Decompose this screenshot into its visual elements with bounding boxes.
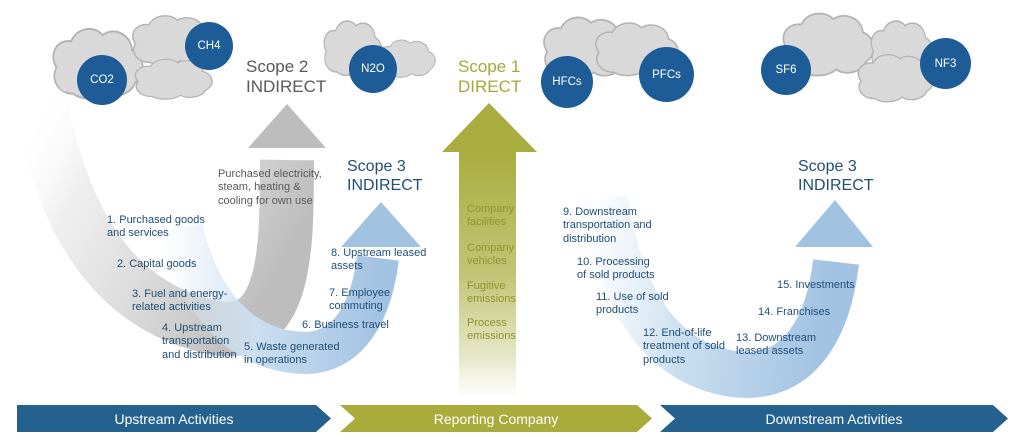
gas-label: NF3 [934,57,957,70]
scope3-item-13: 13. Downstream leased assets [736,332,817,358]
gas-label: N2O [361,63,385,75]
scope2-title-type: INDIRECT [246,77,327,97]
scope3-upstream-title-name: Scope 3 [347,158,406,175]
scope1-item-fugitive: Fugitive emissions [467,280,516,306]
gas-badge-pfcs: PFCs [639,47,694,102]
banner-reporting-shape [340,405,652,432]
scope1-item-vehicles: Company vehicles [467,242,515,268]
banner-downstream-shape [660,405,1008,432]
scope3-item-6: 6. Business travel [302,319,389,331]
gas-badge-hfcs: HFCs [541,56,593,108]
scope3-item-12: 12. End-of-life treatment of sold produc… [643,327,725,366]
scope3-downstream-title-name: Scope 3 [798,158,857,175]
gas-label: CH4 [197,40,221,52]
gas-label: PFCs [652,68,681,81]
scope3-upstream-title-type: INDIRECT [347,176,423,194]
scope3-downstream-title-type: INDIRECT [798,176,874,194]
scope1-arrow-shaft [459,148,516,395]
scope3-item-7: 7. Employee commuting [329,287,391,313]
scope3-upstream-arrow-shaft [161,223,399,375]
scope3-item-14: 14. Franchises [758,306,831,318]
banner-downstream-label: Downstream Activities [765,410,903,427]
scope3-upstream-title: Scope 3 INDIRECT [347,158,423,196]
scope1-item-process: Process emissions [467,317,516,343]
gas-badge-nf3: NF3 [920,38,971,89]
scope3-item-3: 3. Fuel and energy- related activities [132,288,228,314]
scope3-item-5: 5. Waste generated in operations [244,341,340,367]
gas-label: HFCs [552,76,582,88]
scope3-item-9: 9. Downstream transportation and distrib… [563,206,652,245]
scope3-downstream-arrow-shaft [582,194,859,398]
banner-upstream-shape [17,405,331,432]
scope3-item-1: 1. Purchased goods and services [107,214,205,240]
scope3-item-10: 10. Processing of sold products [577,256,655,282]
scope3-item-11: 11. Use of sold products [596,291,669,317]
scope1-item-facilities: Company facilities [467,203,515,229]
scope3-item-2: 2. Capital goods [117,258,197,270]
gas-badge-ch4: CH4 [185,22,233,70]
scope1-title-name: Scope 1 [458,57,521,76]
scope3-upstream-arrowhead [341,202,421,247]
gas-label: SF6 [775,64,797,76]
gas-badge-n2o: N2O [349,45,397,93]
gas-label: CO2 [90,74,114,86]
scope3-downstream-title: Scope 3 INDIRECT [798,158,874,196]
scope1-title-type: DIRECT [458,77,522,97]
scope2-note: Purchased electricity, steam, heating & … [218,168,322,207]
scope2-title: Scope 2 INDIRECT [246,57,326,97]
scope3-item-4: 4. Upstream transportation and distribut… [162,322,237,361]
gas-badge-co2: CO2 [77,55,127,105]
scope2-title-name: Scope 2 [246,57,309,76]
scope2-arrowhead [248,104,326,148]
gas-badge-sf6: SF6 [761,45,811,95]
scope3-downstream-arrowhead [795,200,873,247]
scope3-item-15: 15. Investments [777,279,855,291]
scope1-arrowhead [442,103,537,152]
banner-reporting-label: Reporting Company [433,410,559,427]
banner-upstream-label: Upstream Activities [114,410,234,427]
scope1-title: Scope 1 DIRECT [458,57,521,97]
scope3-item-8: 8. Upstream leased assets [331,247,427,273]
